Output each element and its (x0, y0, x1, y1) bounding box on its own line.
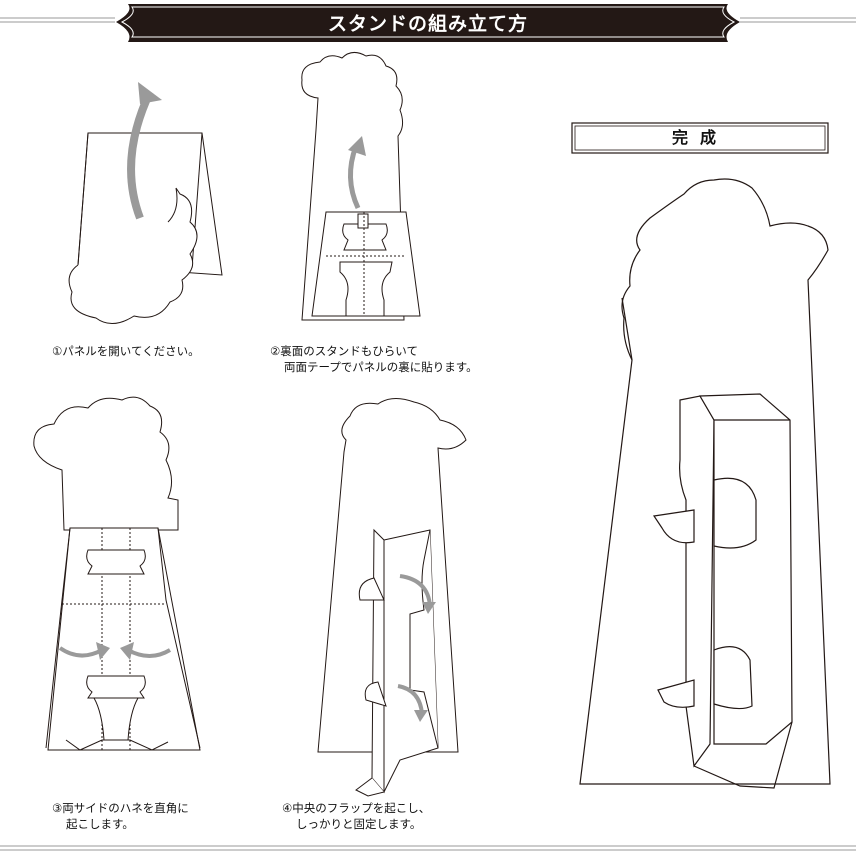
step2-caption: ②裏面のスタンドもひらいて 両面テープでパネルの裏に貼ります。 (270, 343, 478, 375)
page-title: スタンドの組み立て方 (327, 13, 528, 35)
step3-caption-line1: ③両サイドのハネを直角に (52, 801, 189, 815)
step2-caption-line1: ②裏面のスタンドもひらいて (270, 344, 418, 358)
step1-caption: ①パネルを開いてください。 (52, 343, 200, 359)
step3-illustration (33, 396, 201, 751)
complete-label-box (571, 122, 829, 154)
step4-illustration (317, 398, 467, 797)
step1-illustration (68, 82, 223, 324)
complete-label: 完成 (671, 128, 728, 147)
complete-illustration (579, 178, 831, 789)
step4-caption-line1: ④中央のフラップを起こし、 (282, 801, 431, 815)
step4-caption: ④中央のフラップを起こし、 しっかりと固定します。 (282, 800, 430, 832)
header-banner (0, 4, 856, 42)
step4-caption-line2: しっかりと固定します。 (296, 817, 422, 831)
step2-illustration (301, 52, 421, 321)
step2-caption-line2: 両面テープでパネルの裏に貼ります。 (284, 360, 478, 374)
step1-caption-line1: ①パネルを開いてください。 (52, 344, 200, 358)
step3-caption-line2: 起こします。 (66, 817, 134, 831)
step3-caption: ③両サイドのハネを直角に 起こします。 (52, 800, 189, 832)
